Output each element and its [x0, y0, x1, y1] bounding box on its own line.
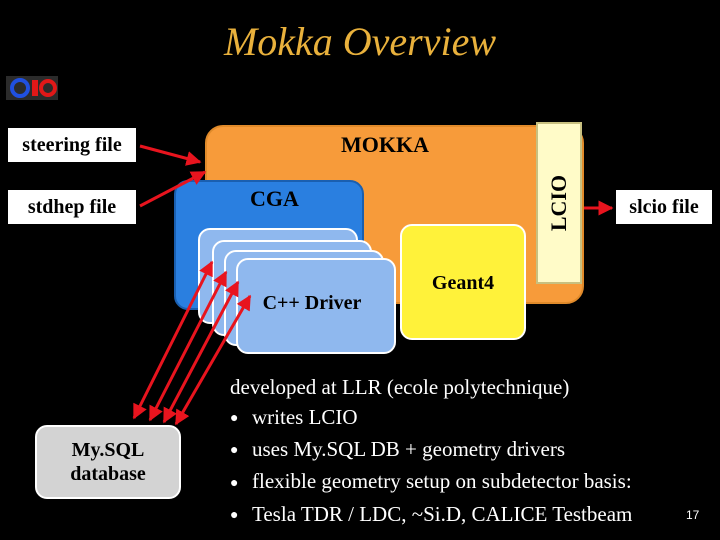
description-item: ●uses My.SQL DB + geometry drivers	[230, 434, 632, 466]
lcio-logo-icon	[6, 76, 58, 100]
bullet-icon: ●	[230, 475, 239, 491]
steering-file-label: steering file	[8, 128, 136, 162]
geant4-label: Geant4	[431, 272, 495, 294]
cga-label: CGA	[250, 186, 299, 211]
geant4-box	[400, 224, 526, 340]
description-item: ●writes LCIO	[230, 402, 632, 434]
arrow-db-driver-4	[174, 294, 252, 426]
bullet-icon: ●	[230, 411, 239, 427]
description-item: ●flexible geometry setup on subdetector …	[230, 466, 632, 498]
arrow-steering-to-mokka	[139, 144, 202, 166]
page-title: Mokka Overview	[223, 19, 497, 64]
description-intro: developed at LLR (ecole polytechnique)	[230, 375, 570, 399]
stdhep-file-label: stdhep file	[8, 190, 136, 224]
lcio-box	[536, 122, 582, 284]
arrow-db-driver-2	[148, 270, 228, 422]
arrow-db-driver-3	[162, 280, 240, 424]
arrow-stdhep-to-mokka	[139, 170, 207, 208]
mokka-label: MOKKA	[341, 132, 429, 157]
bullet-icon: ●	[230, 507, 239, 523]
slcio-file-label: slcio file	[616, 190, 712, 224]
driver-label: C++ Driver	[262, 292, 362, 314]
description: developed at LLR (ecole polytechnique) ●…	[230, 372, 632, 531]
mysql-database-box: My.SQL database	[35, 425, 181, 499]
bullet-icon: ●	[230, 443, 239, 459]
arrow-db-driver-1	[132, 260, 214, 420]
mysql-label: My.SQL	[71, 439, 145, 461]
description-item: ●Tesla TDR / LDC, ~Si.D, CALICE Testbeam	[230, 499, 632, 531]
page-number: 17	[686, 508, 700, 522]
database-label: database	[70, 463, 146, 485]
